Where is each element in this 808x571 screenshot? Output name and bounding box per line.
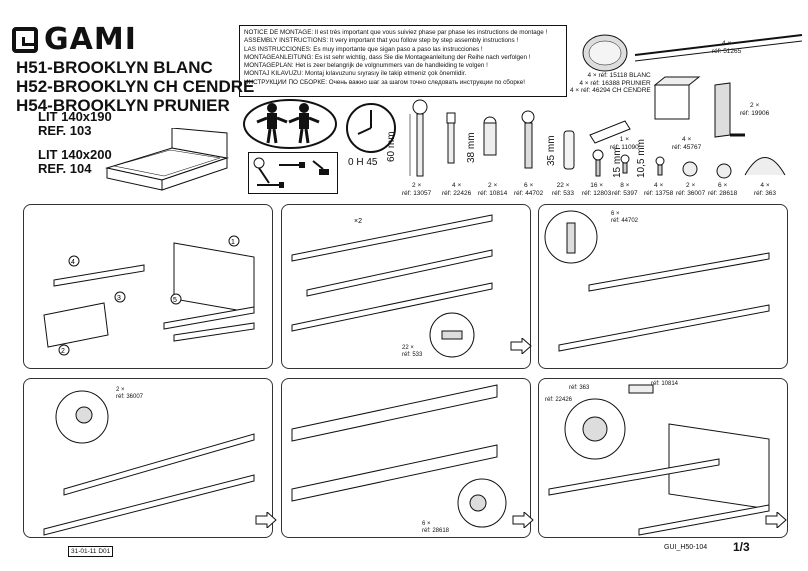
ref-code-2: REF. 104: [38, 161, 92, 176]
box-label: 4 ×réf: 45767: [672, 136, 702, 151]
bolt-22426-icon: [446, 112, 456, 164]
step-panel-2: ×2 22 ×réf: 533: [281, 204, 531, 369]
cam-36007-icon: [682, 161, 698, 177]
model-3: H54-BROOKLYN PRUNIER: [16, 96, 230, 115]
bar-51265-icon: [634, 34, 803, 62]
step-4-drawing: [43, 390, 255, 536]
ref-size-2: LIT 140x200: [38, 147, 112, 162]
notice-de: MONTAGEANLEITUNG: Es ist sehr wichtig, d…: [244, 53, 531, 61]
step-panel-5: 6 ×réf: 28618: [281, 378, 531, 538]
notice-es: LAS INSTRUCCIONES: Es muy importante que…: [244, 45, 483, 53]
logo-mark-icon: [12, 26, 38, 53]
box-45767-icon: [653, 76, 701, 120]
assembly-notice: NOTICE DE MONTAGE: Il est très important…: [239, 25, 567, 97]
page-number: 1/3: [733, 540, 750, 554]
step-4-label: 2 ×réf: 36007: [116, 387, 144, 400]
bar-label: 4 ×réf: 51265: [712, 40, 742, 55]
hw-36007: 2 ×réf: 36007: [676, 182, 706, 197]
step-2-label: 22 ×réf: 533: [402, 345, 423, 358]
hw-12803: 16 ×réf: 12803: [582, 182, 612, 197]
screw-13758-icon: [655, 156, 665, 176]
step-panel-1: 4 3 2 1 5: [23, 204, 273, 369]
brand-name: GAMI: [44, 22, 137, 57]
hw-44702: 6 ×réf: 44702: [514, 182, 544, 197]
dowel-533-icon: [563, 130, 575, 170]
bolt-13057-icon: [412, 99, 428, 177]
hw-13057: 2 ×réf: 13057: [402, 182, 432, 197]
cam-28618-icon: [716, 163, 732, 179]
ref-code-1: REF. 103: [38, 123, 92, 138]
hw-10814: 2 ×réf: 10814: [478, 182, 508, 197]
part-3-label: 3: [117, 295, 121, 302]
footer-code: GUI_H50-104: [664, 544, 708, 551]
model-1: H51-BROOKLYN BLANC: [16, 58, 213, 77]
screw-5397-icon: [620, 154, 630, 174]
notice-tr: MONTAJ KILAVUZU: Montaj kılavuzunu sıyra…: [244, 70, 467, 78]
step-2-drawing: ×2: [291, 214, 493, 358]
cap-icon: [582, 34, 628, 72]
hw-533: 22 ×réf: 533: [552, 182, 575, 197]
bracket-label: 2 ×réf: 19906: [740, 102, 770, 117]
step-2-x2: ×2: [354, 218, 362, 225]
part-5-label: 5: [173, 297, 177, 304]
notice-nl: MONTAGEPLAN: Het is zeer belangrijk de v…: [244, 62, 488, 70]
arc-363-icon: [744, 157, 786, 176]
notice-en: ASSEMBLY INSTRUCTIONS: It very important…: [244, 37, 519, 45]
step-1-drawing: 4 3 2 1 5: [43, 235, 255, 356]
clock-icon: [346, 103, 396, 153]
bracket-19906-icon: [714, 82, 745, 138]
dim-35: 35 mm: [546, 135, 557, 166]
step-panel-4: 2 ×réf: 36007: [23, 378, 273, 538]
step-6-363: réf: 363: [569, 385, 590, 391]
ref-size-1: LIT 140x190: [38, 109, 112, 124]
step-6-22426: réf: 22426: [545, 397, 573, 403]
part-2-label: 2: [61, 348, 65, 355]
step-3-label: 6 ×réf: 44702: [611, 211, 639, 224]
glue-11090-icon: [589, 120, 631, 144]
bed-illustration: [105, 128, 229, 191]
part-4-label: 4: [71, 259, 75, 266]
step-panel-6: réf: 363 réf: 22426 réf: 10814: [538, 378, 788, 538]
model-2: H52-BROOKLYN CH CENDRE: [16, 77, 255, 96]
time-label: 0 H 45: [348, 157, 378, 168]
hardware-strip: [409, 99, 786, 179]
hw-363: 4 ×réf: 363: [754, 182, 777, 197]
next-arrow-icon: [765, 512, 787, 528]
notice-ru: ИНСТРУКЦИИ ПО СБОРКЕ: Очень важно шаг за…: [244, 78, 525, 86]
ref-list: LIT 140x190 REF. 103 LIT 140x200 REF. 10…: [38, 110, 112, 176]
dim-38: 38 mm: [466, 132, 477, 163]
step-6-10814: réf: 10814: [651, 381, 679, 387]
next-arrow-icon: [510, 338, 532, 354]
model-list: H51-BROOKLYN BLANC H52-BROOKLYN CH CENDR…: [16, 58, 254, 115]
step-3-drawing: [544, 210, 770, 352]
dowel-44702-icon: [521, 110, 535, 169]
glue-label: 1 ×réf: 11090: [610, 136, 639, 151]
step-panel-3: 6 ×réf: 44702: [538, 204, 788, 369]
step-6-drawing: [548, 384, 770, 536]
part-1-label: 1: [231, 239, 235, 246]
step-5-drawing: [291, 384, 507, 528]
screw-12803-icon: [592, 149, 604, 177]
tools-icon: [253, 157, 329, 188]
hw-5397: 8 ×réf: 5397: [612, 182, 638, 197]
step-5-label: 6 ×réf: 28618: [422, 521, 450, 534]
tools-box: [248, 152, 338, 194]
notice-fr: NOTICE DE MONTAGE: Il est très important…: [244, 29, 548, 36]
dim-60: 60 mm: [386, 131, 397, 162]
two-persons-icon: [243, 99, 337, 149]
next-arrow-icon: [512, 512, 534, 528]
dim-15: 15 mm: [612, 147, 623, 178]
footer-date: 31-01-11 D01: [68, 546, 114, 557]
top-right-parts: [582, 34, 803, 144]
hw-22426: 4 ×réf: 22426: [442, 182, 472, 197]
next-arrow-icon: [255, 512, 277, 528]
nut-10814-icon: [483, 116, 497, 156]
brand-logo: GAMI: [12, 22, 137, 57]
hw-13758: 4 ×réf: 13758: [644, 182, 674, 197]
hw-28618: 6 ×réf: 28618: [708, 182, 738, 197]
